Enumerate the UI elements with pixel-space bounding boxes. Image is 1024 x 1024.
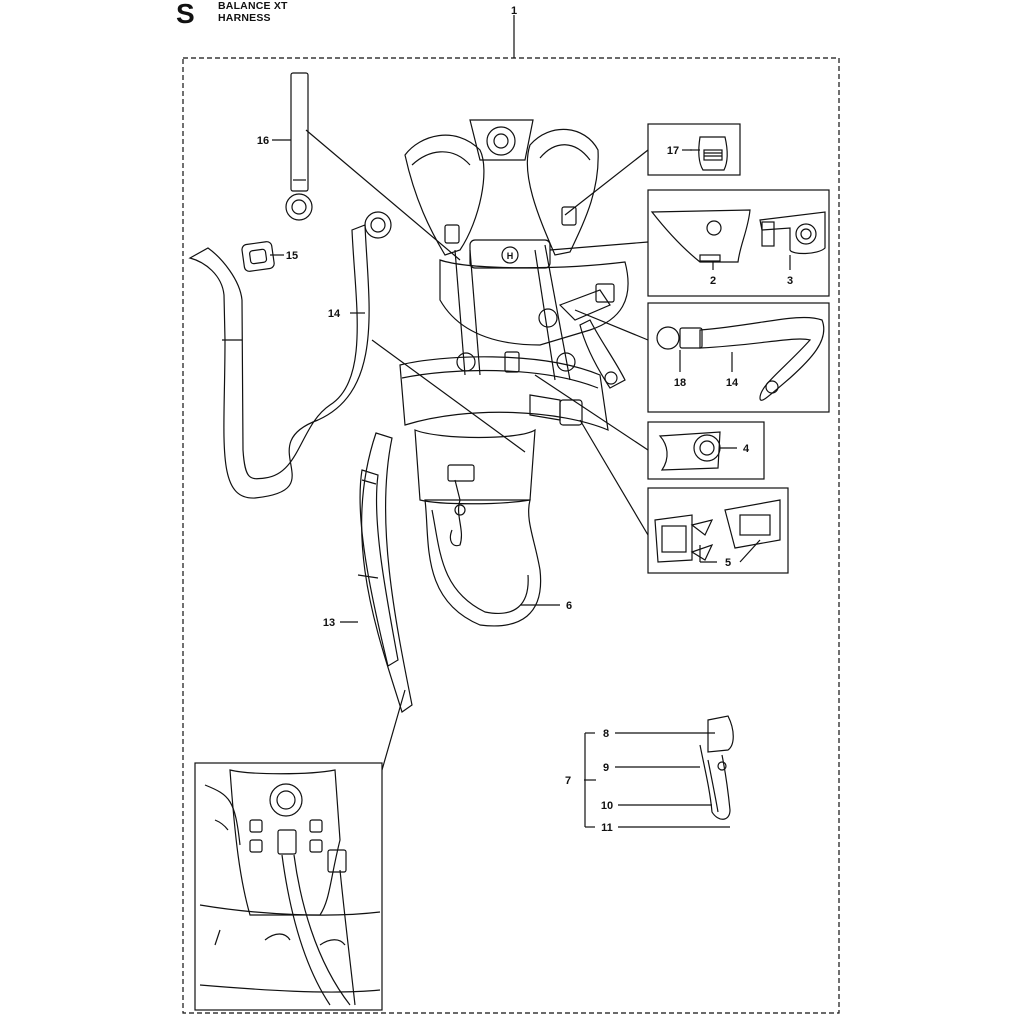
- inset-harness-closeup: [199, 769, 381, 1006]
- part-14-strap-detail: [699, 316, 825, 401]
- callout-labels: 1 2 3 4 5 6 7 8 9 10 11 13 14 14 15 16 1…: [257, 5, 793, 834]
- part-16-strap: [285, 72, 313, 221]
- section-letter: S: [176, 0, 195, 29]
- part-14-long-strap: [188, 211, 392, 499]
- part-2-chest-plate: [650, 209, 751, 263]
- callout-1: 1: [511, 5, 517, 17]
- detail-box-5: [647, 487, 789, 574]
- callout-10: 10: [601, 800, 613, 812]
- callout-18: 18: [674, 377, 686, 389]
- inset-detail-box: [194, 762, 383, 1011]
- callout-8: 8: [603, 728, 609, 740]
- callout-7: 7: [565, 775, 571, 787]
- harness-logo-mark: H: [507, 251, 514, 261]
- part-18-buckle: [656, 326, 703, 350]
- callout-2: 2: [710, 275, 716, 287]
- callout-9: 9: [603, 762, 609, 774]
- detail-box-18-14: [647, 302, 830, 413]
- callout-6: 6: [566, 600, 572, 612]
- assembly-name: HARNESS: [218, 12, 271, 24]
- part-15-buckle: [241, 241, 275, 272]
- model-name: BALANCE XT: [218, 0, 288, 12]
- callout-14-detail: 14: [726, 377, 739, 389]
- part-4-plate: [658, 431, 721, 471]
- callout-3: 3: [787, 275, 793, 287]
- part-17-buckle: [690, 136, 728, 171]
- callout-15: 15: [286, 250, 298, 262]
- callout-13: 13: [323, 617, 335, 629]
- callout-16: 16: [257, 135, 269, 147]
- assembly-boundary: [182, 57, 840, 1014]
- callout-14-left: 14: [328, 308, 341, 320]
- leader-lines: [270, 129, 791, 828]
- main-harness-assembly: H: [399, 119, 629, 627]
- detail-box-2-3: [647, 189, 830, 297]
- part-13-strap: [357, 432, 413, 713]
- part-3-clip: [759, 211, 826, 255]
- detail-box-4: [647, 421, 765, 480]
- callout-17: 17: [667, 145, 679, 157]
- detail-box-17: [647, 123, 741, 176]
- callout-11: 11: [601, 822, 613, 834]
- part-5-buckle: [654, 499, 781, 563]
- callout-5: 5: [725, 557, 731, 569]
- part-7-hook-assembly: [699, 715, 734, 820]
- callout-4: 4: [743, 443, 750, 455]
